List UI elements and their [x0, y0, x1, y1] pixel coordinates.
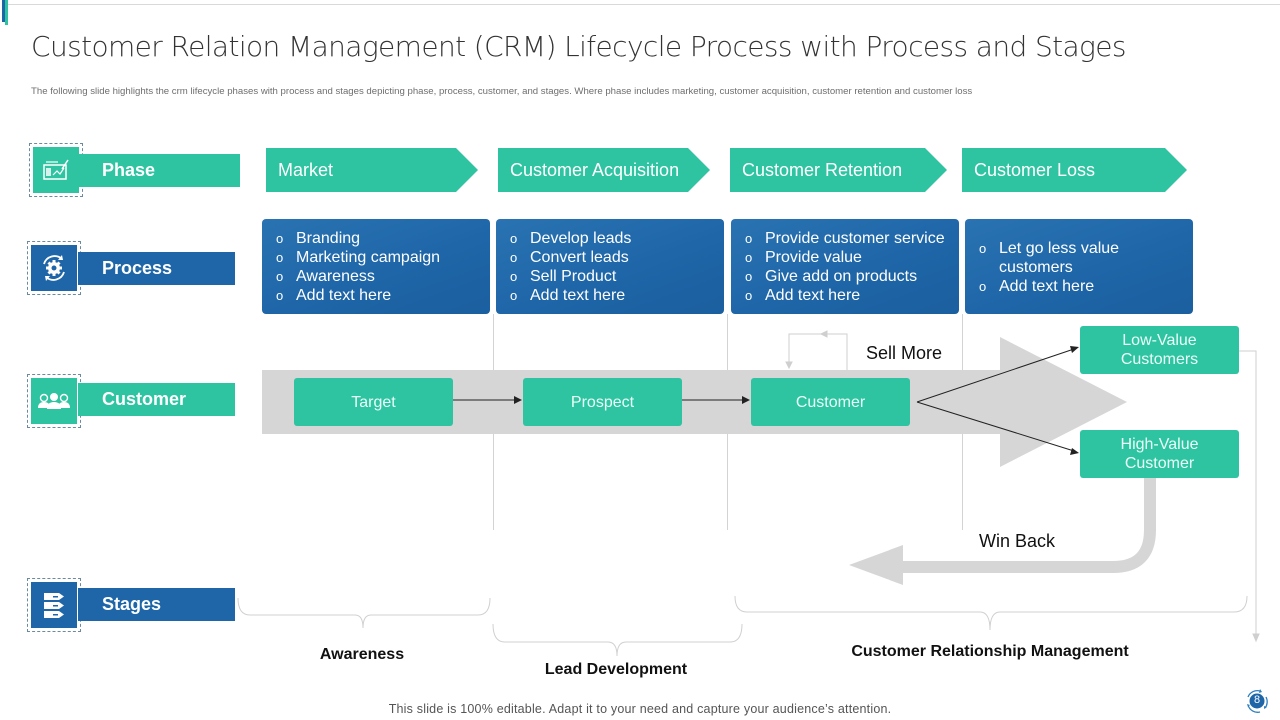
process-item: Add text here: [510, 286, 724, 305]
page-number: 8: [1253, 694, 1261, 706]
top-divider: [8, 4, 1280, 5]
flow-node-high-value-customer: High-Value Customer: [1080, 430, 1239, 478]
process-item: Develop leads: [510, 229, 724, 248]
process-item: Let go less value customers: [979, 239, 1159, 277]
slide-subtitle: The following slide highlights the crm l…: [31, 86, 973, 97]
process-box-customer-acquisition: Develop leads Convert leads Sell Product…: [496, 219, 724, 314]
brace-crm: [734, 595, 1248, 631]
flow-node-prospect: Prospect: [523, 378, 682, 426]
flow-node-low-value-customers: Low-Value Customers: [1080, 326, 1239, 374]
brace-awareness: [237, 597, 491, 629]
stacked-tags-icon: [31, 582, 77, 628]
page-number-badge: 8: [1244, 688, 1270, 714]
process-item: Add text here: [745, 286, 959, 305]
win-back-arrow: [903, 478, 1156, 573]
cycle-arrows-icon: [1247, 689, 1268, 713]
row-label-process: Process: [78, 252, 235, 285]
process-item: Provide customer service: [745, 229, 959, 248]
process-item: Sell Product: [510, 267, 724, 286]
accent-bar-teal: [5, 0, 8, 25]
sell-more-label: Sell More: [866, 343, 943, 363]
process-item: Awareness: [276, 267, 490, 286]
flow-connectors: [453, 346, 1079, 455]
process-item: Add text here: [979, 277, 1159, 296]
flow-node-target: Target: [294, 378, 453, 426]
stage-braces: [237, 595, 1248, 657]
brace-lead-development: [492, 623, 743, 657]
row-label-stages: Stages: [78, 588, 235, 621]
footer-note: This slide is 100% editable. Adapt it to…: [388, 702, 892, 716]
process-box-market: Branding Marketing campaign Awareness Ad…: [262, 219, 490, 314]
flow-node-customer: Customer: [751, 378, 910, 426]
process-item: Branding: [276, 229, 490, 248]
presentation-board-icon: [33, 147, 79, 193]
row-label-customer: Customer: [78, 383, 235, 416]
process-box-customer-loss: Let go less value customers Add text her…: [965, 219, 1193, 314]
accent-bar-blue: [2, 0, 5, 22]
win-back-arrowhead: [849, 545, 903, 585]
sell-more-loop-arrow: [785, 330, 848, 370]
process-box-customer-retention: Provide customer service Provide value G…: [731, 219, 959, 314]
process-item: Provide value: [745, 248, 959, 267]
gear-cycle-icon: [31, 245, 77, 291]
process-item: Add text here: [276, 286, 490, 305]
phase-chevron-customer-loss: Customer Loss: [962, 148, 1187, 192]
process-item: Convert leads: [510, 248, 724, 267]
win-back-label: Win Back: [979, 531, 1056, 551]
loss-line-arrow: [1239, 350, 1260, 643]
phase-chevron-customer-acquisition: Customer Acquisition: [498, 148, 710, 192]
process-item: Give add on products: [745, 267, 959, 286]
phase-chevron-market: Market: [266, 148, 478, 192]
stage-awareness: Awareness: [319, 646, 405, 663]
people-group-icon: [31, 378, 77, 424]
stage-customer-relationship-management: Customer Relationship Management: [851, 643, 1129, 660]
phase-chevron-customer-retention: Customer Retention: [730, 148, 947, 192]
slide-title: Customer Relation Management (CRM) Lifec…: [31, 30, 1126, 63]
customer-flow-arrow: [262, 337, 1127, 467]
stage-lead-development: Lead Development: [544, 661, 688, 678]
process-item: Marketing campaign: [276, 248, 490, 267]
row-label-phase: Phase: [78, 154, 240, 187]
